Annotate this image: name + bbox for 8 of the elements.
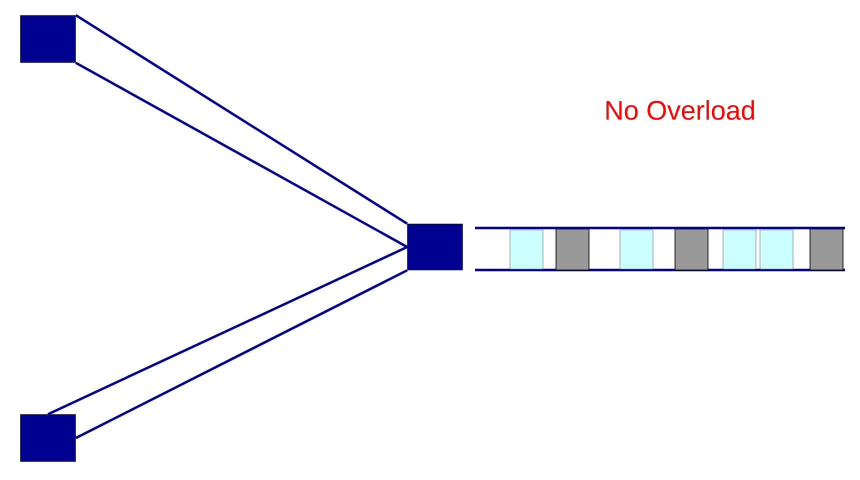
router-box <box>20 15 76 63</box>
router-box <box>407 224 463 270</box>
link-line <box>75 62 408 248</box>
router-box <box>20 414 76 462</box>
link-line <box>75 269 408 440</box>
link-line <box>75 14 408 225</box>
status-label: No Overload <box>606 100 754 120</box>
link-line <box>47 246 408 416</box>
